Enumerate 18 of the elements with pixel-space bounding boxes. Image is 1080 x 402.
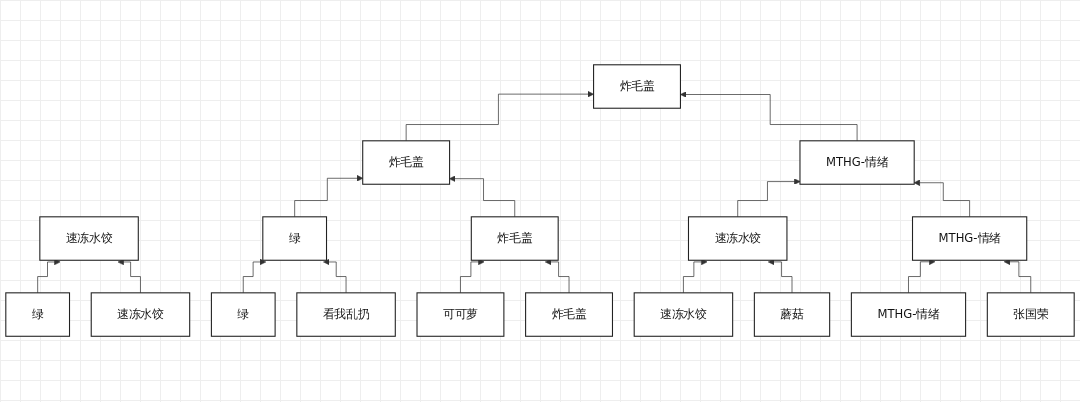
node-box: 炸毛盖 (593, 64, 681, 110)
node-box: MTHG-情绪 (799, 140, 915, 186)
node-box: 炸毛盖 (362, 140, 451, 186)
node-box: 炸毛盖 (470, 216, 559, 262)
node-box: MTHG-情绪 (911, 216, 1028, 262)
node-box: 速冻水饺 (90, 292, 191, 338)
node-box: MTHG-情绪 (850, 292, 967, 338)
node-box: 速冻水饺 (633, 292, 734, 338)
node-box: 张国荣 (986, 292, 1075, 338)
node-box: 绿 (5, 292, 71, 338)
node-box: 绿 (262, 216, 328, 262)
node-box: 绿 (210, 292, 276, 338)
node-box: 蘑菇 (753, 292, 831, 338)
node-box: 速冻水饺 (687, 216, 788, 262)
node-box: 看我乱扔 (296, 292, 396, 338)
node-box: 速冻水饺 (39, 216, 139, 262)
node-box: 可可萝 (416, 292, 505, 338)
node-box: 炸毛盖 (525, 292, 613, 338)
